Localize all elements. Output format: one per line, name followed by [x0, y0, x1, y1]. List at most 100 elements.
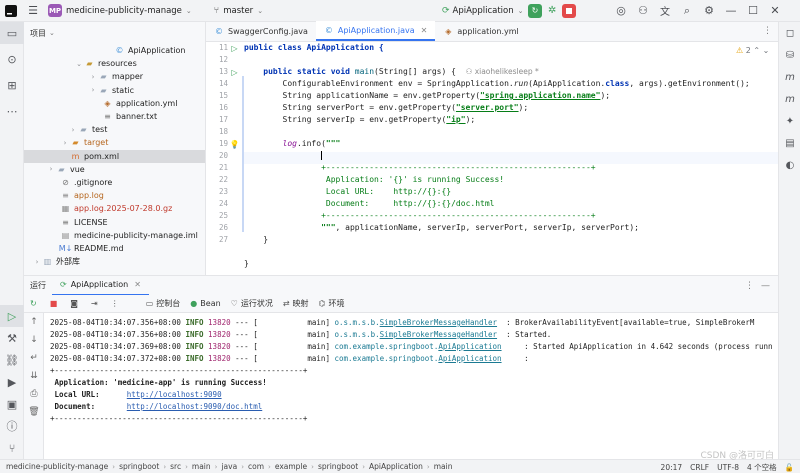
- problems-tool-icon[interactable]: ⓘ: [6, 420, 18, 433]
- debug-tool-icon[interactable]: ▶: [7, 375, 17, 389]
- plugin-icon[interactable]: ◐: [785, 159, 795, 171]
- debug-icon[interactable]: ✲: [548, 5, 557, 16]
- breadcrumb-item[interactable]: java: [221, 462, 238, 471]
- app-logo-icon[interactable]: [0, 0, 22, 22]
- tree-item[interactable]: ›▰target: [24, 136, 205, 149]
- tree-item[interactable]: ›▰static: [24, 84, 205, 97]
- commit-tool-icon[interactable]: ⊙: [7, 52, 17, 66]
- services-tool-icon[interactable]: ⛓: [5, 353, 19, 367]
- tree-item[interactable]: ▤medicine-publicity-manage.iml: [24, 229, 205, 242]
- tree-item[interactable]: ≡app.log: [24, 189, 205, 202]
- exit-icon[interactable]: ⇥: [91, 299, 98, 308]
- line-separator[interactable]: CRLF: [690, 462, 710, 472]
- stop-icon[interactable]: ■: [49, 299, 58, 308]
- tree-item[interactable]: ▦app.log.2025-07-28.0.gz: [24, 202, 205, 215]
- chevron-down-icon[interactable]: ⌄: [49, 29, 55, 37]
- file-encoding[interactable]: UTF-8: [717, 462, 739, 472]
- stop-icon[interactable]: [562, 3, 577, 18]
- warnings-indicator[interactable]: ⚠ 2 ⌃ ⌄: [736, 46, 770, 55]
- tree-item[interactable]: ⊘.gitignore: [24, 176, 205, 189]
- endpoints-icon[interactable]: ▤: [785, 137, 795, 149]
- tab-bean[interactable]: ●Bean: [190, 299, 221, 308]
- search-icon[interactable]: ⌕: [683, 3, 691, 17]
- tab-environment[interactable]: ⌬环境: [318, 299, 345, 308]
- project-tool-icon[interactable]: ▭: [0, 22, 24, 44]
- copilot-icon[interactable]: ◎: [616, 4, 626, 17]
- minimize-icon[interactable]: —: [725, 4, 737, 17]
- hide-panel-icon[interactable]: —: [761, 280, 770, 291]
- branch-switcher[interactable]: ⑂ master ⌄: [214, 0, 263, 22]
- clear-icon[interactable]: 🗑: [28, 407, 40, 417]
- user-icon[interactable]: ⚇: [638, 4, 648, 17]
- structure-tool-icon[interactable]: ⊞: [7, 78, 17, 92]
- breadcrumb-item[interactable]: main: [433, 462, 453, 471]
- translate-icon[interactable]: 文: [660, 7, 670, 18]
- tree-item[interactable]: ›▥外部库: [24, 255, 205, 268]
- tab-swagger-config[interactable]: © SwaggerConfig.java: [206, 21, 316, 41]
- breadcrumb-item[interactable]: springboot: [317, 462, 359, 471]
- notifications-icon[interactable]: ◻: [785, 27, 795, 39]
- tree-item[interactable]: ≡LICENSE: [24, 216, 205, 229]
- tab-health[interactable]: ♡运行状况: [230, 299, 273, 308]
- screenshot-icon[interactable]: ◙: [70, 299, 79, 308]
- tree-item[interactable]: ›▰mapper: [24, 70, 205, 83]
- tab-application-yml[interactable]: ◈ application.yml: [435, 21, 526, 41]
- indent-setting[interactable]: 4 个空格: [747, 462, 777, 472]
- breadcrumb-item[interactable]: springboot: [119, 462, 160, 471]
- arrow-down-icon[interactable]: ↓: [30, 335, 38, 345]
- run-gutter-icon[interactable]: ▷: [231, 43, 238, 53]
- chevron-right-icon[interactable]: ›: [49, 165, 53, 174]
- main-menu-icon[interactable]: ☰: [28, 4, 38, 17]
- close-tab-icon[interactable]: ✕: [420, 25, 428, 35]
- console-link[interactable]: http://localhost:9090: [126, 390, 222, 399]
- breadcrumb-item[interactable]: src: [170, 462, 182, 471]
- settings-icon[interactable]: ⚙: [704, 4, 714, 17]
- tree-item[interactable]: ›▰test: [24, 123, 205, 136]
- chevron-right-icon[interactable]: ›: [71, 125, 75, 134]
- tab-console[interactable]: ▭控制台: [145, 299, 181, 308]
- gradle-icon[interactable]: m: [785, 93, 795, 105]
- caret-position[interactable]: 20:17: [660, 462, 683, 472]
- tree-item[interactable]: ◈application.yml: [24, 97, 205, 110]
- console-output[interactable]: 2025-08-04T10:34:07.356+08:00 INFO 13820…: [44, 313, 778, 459]
- run-tab-api-application[interactable]: ⟳ ApiApplication ✕: [52, 276, 149, 296]
- ai-assistant-icon[interactable]: ✦: [785, 115, 795, 127]
- more-tools-icon[interactable]: ⋯: [6, 104, 18, 118]
- project-switcher[interactable]: MP medicine-publicity-manage ⌄: [48, 0, 192, 22]
- breadcrumb-item[interactable]: main: [191, 462, 211, 471]
- build-tool-icon[interactable]: ⚒: [7, 331, 17, 345]
- tree-item[interactable]: ⌄▰resources: [24, 57, 205, 70]
- tab-api-application[interactable]: © ApiApplication.java ✕: [315, 21, 436, 41]
- breadcrumb-item[interactable]: medicine-publicity-manage: [6, 462, 109, 471]
- rerun-icon[interactable]: ↻: [528, 3, 542, 18]
- terminal-tool-icon[interactable]: ▣: [6, 397, 18, 411]
- tree-item[interactable]: ©ApiApplication: [24, 44, 205, 57]
- run-config-selector[interactable]: ⟳ ApiApplication ⌄: [442, 0, 524, 22]
- more-icon[interactable]: ⋮: [110, 299, 119, 308]
- maven-icon[interactable]: m: [785, 71, 795, 83]
- arrow-up-icon[interactable]: ↑: [30, 317, 38, 327]
- chevron-right-icon[interactable]: ›: [91, 72, 95, 81]
- print-icon[interactable]: ⎙: [30, 389, 38, 399]
- close-tab-icon[interactable]: ✕: [134, 280, 141, 289]
- run-gutter-icon[interactable]: ▷: [231, 67, 238, 77]
- soft-wrap-icon[interactable]: ↵: [30, 353, 38, 363]
- database-icon[interactable]: ⛁: [785, 49, 795, 61]
- chevron-right-icon[interactable]: ›: [91, 86, 95, 95]
- chevron-down-icon[interactable]: ⌄: [76, 59, 82, 68]
- close-icon[interactable]: ✕: [770, 4, 780, 17]
- tree-item[interactable]: M↓README.md: [24, 242, 205, 255]
- breadcrumb-item[interactable]: ApiApplication: [369, 462, 423, 471]
- scroll-to-end-icon[interactable]: ⇊: [30, 371, 38, 381]
- chevron-right-icon[interactable]: ›: [35, 257, 39, 266]
- rerun-icon[interactable]: ↻: [30, 299, 37, 308]
- more-options-icon[interactable]: ⋮: [745, 280, 754, 291]
- tab-actions-icon[interactable]: ⋮: [763, 26, 772, 36]
- maximize-icon[interactable]: ☐: [748, 4, 758, 17]
- chevron-right-icon[interactable]: ›: [63, 138, 67, 147]
- tree-item[interactable]: ›▰vue: [24, 163, 205, 176]
- tab-mappings[interactable]: ⇄映射: [282, 299, 309, 308]
- breadcrumb-item[interactable]: example: [274, 462, 308, 471]
